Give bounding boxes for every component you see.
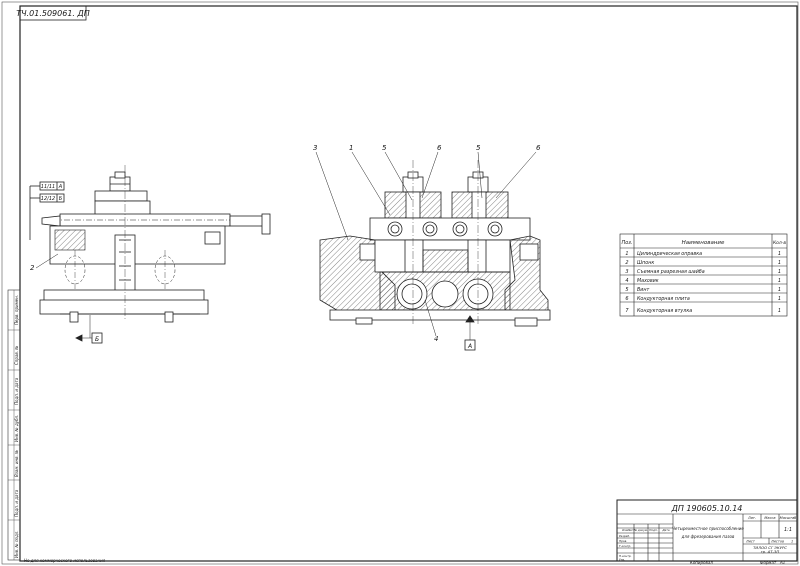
row-label-3: Подп.	[649, 528, 658, 532]
bom-header-name: Наименование	[682, 240, 725, 246]
corner-stamp: ТЧ.01.509061. ДП	[16, 5, 90, 21]
role-label-2: Т.контр.	[619, 544, 631, 548]
bom-row-name: Шпонк	[637, 260, 654, 266]
bom-row-pos: 4	[625, 278, 628, 284]
bom-row-qty: 1	[778, 278, 781, 284]
sheets-value: 1	[791, 540, 793, 544]
left-base-label: Б	[95, 336, 99, 343]
lit-label: Лит.	[747, 516, 756, 520]
bom-row-qty: 1	[778, 296, 781, 302]
right-callout-4: 5	[476, 144, 481, 152]
org-line1: ТИЛОО СГ ЭКУРС	[753, 545, 787, 550]
role-label-0: Разраб.	[619, 534, 630, 538]
role-label-4: Н.контр.	[619, 554, 632, 558]
side-label-6: Инв. № подл.	[14, 530, 19, 558]
role-label-1: Пров.	[619, 539, 627, 543]
bom-row-pos: 7	[625, 308, 629, 314]
side-strip: Перв. примен. Справ. № Подп. и дата Инв.…	[7, 289, 106, 563]
side-label-0: Перв. примен.	[14, 295, 19, 325]
bom-content: Поз. Наименование Кол-в 1 Цилиндрическая…	[621, 240, 786, 314]
mass-label: Масса	[764, 516, 775, 520]
bom-row-name: Кондукторная плита	[637, 296, 690, 302]
doc-code: ДП 190605.10.14	[671, 504, 743, 513]
org-line2: гр. АТ-3П	[761, 549, 780, 554]
bom-row-qty: 1	[778, 269, 781, 275]
side-label-5: Подп. и дата	[14, 489, 19, 517]
bom-row-pos: 1	[625, 251, 628, 257]
right-callout-2: 5	[382, 144, 387, 152]
row-label-2: № докум.	[633, 528, 648, 532]
row-label-1: Лист	[626, 528, 634, 532]
bom-row-qty: 1	[778, 308, 781, 314]
scale-value: 1:1	[784, 527, 792, 533]
bom-row-pos: 2	[625, 260, 628, 266]
side-note: Не для коммерческого использования	[24, 558, 106, 563]
title-block	[616, 499, 798, 562]
bom-header-pos: Поз.	[621, 240, 632, 246]
bom-row-name: Винт	[637, 287, 650, 293]
bom-table	[619, 233, 788, 317]
bom-row-pos: 5	[625, 287, 628, 293]
tol-1-base: А	[58, 184, 63, 190]
bom-row-name: Съемная разрезная шайба	[637, 269, 705, 275]
right-callout-0: 3	[313, 144, 317, 152]
corner-stamp-text: ТЧ.01.509061. ДП	[16, 9, 90, 18]
bom-row-pos: 3	[625, 269, 628, 275]
bom-row-name: Маховик	[637, 278, 659, 284]
tol-1-code: 11/11	[41, 184, 55, 190]
drawing-frame	[19, 5, 798, 562]
side-label-2: Подп. и дата	[14, 377, 19, 405]
right-view	[315, 151, 551, 351]
title-name-line2: для фрезерования пазов	[681, 534, 735, 539]
bom-row-name: Цилиндрическая оправка	[637, 251, 702, 257]
side-label-1: Справ. №	[14, 346, 19, 365]
right-callout-4-lower: 4	[434, 335, 438, 343]
right-callout-5: 6	[536, 144, 541, 152]
title-block-content: ДП 190605.10.14 Четырехместное приспособ…	[619, 504, 797, 565]
left-view	[29, 165, 271, 344]
sheet-label: Лист	[745, 540, 756, 544]
copied-label: Копировал	[690, 560, 713, 565]
format-label: Формат	[760, 560, 777, 565]
bom-row-pos: 6	[625, 296, 628, 302]
tol-2-code: 12/12	[41, 196, 55, 202]
right-callout-1: 1	[349, 144, 353, 152]
side-label-3: Инв. № дубл.	[14, 415, 19, 442]
scale-label: Масштаб	[780, 516, 797, 520]
bom-row-name: Кондукторная втулка	[637, 308, 692, 314]
bom-row-qty: 1	[778, 251, 781, 257]
side-label-4: Взам. инв. №	[14, 450, 19, 477]
bom-row-qty: 1	[778, 287, 781, 293]
sheets-label: Листов	[770, 540, 784, 544]
right-base-label: А	[467, 343, 472, 350]
row-label-4: Дата	[661, 528, 670, 532]
bom-header-qty: Кол-в	[773, 240, 786, 246]
left-callout-2: 2	[30, 264, 35, 272]
title-name-line1: Четырехместное приспособление	[672, 526, 744, 531]
tol-2-base: Б	[59, 196, 63, 202]
bom-row-qty: 1	[778, 260, 781, 266]
row-label-0: Изм.	[622, 528, 629, 532]
role-label-5: Утв.	[619, 558, 625, 562]
format-value: А1	[779, 560, 785, 565]
right-callout-3: 6	[437, 144, 442, 152]
